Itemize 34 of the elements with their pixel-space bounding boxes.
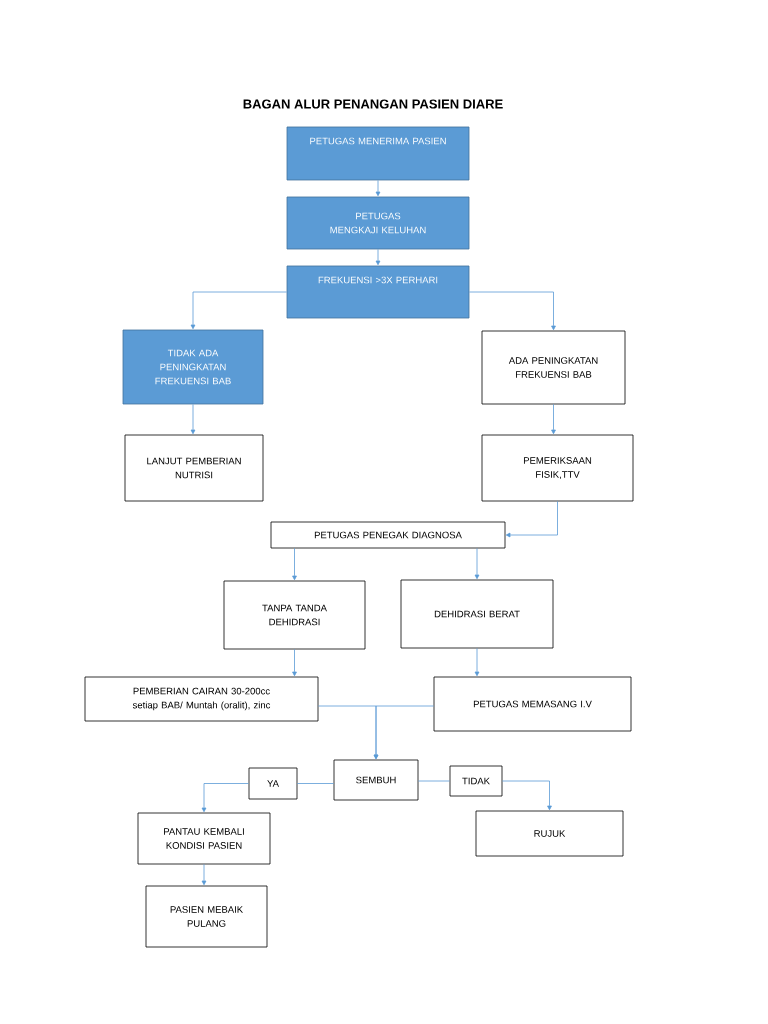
process-box: PETUGAS MENGKAJI KELUHAN — [286, 196, 470, 250]
arrow — [375, 180, 381, 197]
arrow — [201, 864, 207, 886]
process-box: PANTAU KEMBALI KONDISI PASIEN — [137, 812, 271, 865]
title: BAGAN ALUR PENANGAN PASIEN DIARE — [243, 99, 503, 109]
process-box: PETUGAS PENEGAK DIAGNOSA — [270, 521, 506, 549]
process-box: DEHIDRASI BERAT — [400, 579, 554, 649]
answer-box: TIDAK — [449, 765, 503, 797]
arrow — [373, 705, 434, 760]
answer-box: YA — [248, 767, 298, 800]
process-box: PEMERIKSAAN FISIK,TTV — [481, 434, 634, 502]
process-box: PETUGAS MENERIMA PASIEN — [286, 126, 470, 181]
process-box: LANJUT PEMBERIAN NUTRISI — [124, 434, 264, 502]
arrow — [375, 249, 381, 266]
arrow — [201, 783, 249, 813]
process-box: SEMBUH — [333, 759, 419, 801]
arrow — [469, 291, 556, 331]
process-box: RUJUK — [475, 810, 624, 857]
arrow — [190, 291, 287, 330]
arrow — [502, 780, 552, 811]
arrow — [292, 649, 297, 677]
arrow — [190, 404, 196, 435]
process-box: TIDAK ADA PENINGKATAN FREKUENSI BAB — [122, 329, 264, 405]
process-box: FREKUENSI >3X PERHARI — [286, 265, 470, 319]
arrow — [505, 501, 558, 538]
arrow — [474, 548, 480, 580]
arrow — [551, 404, 556, 435]
process-box: ADA PENINGKATAN FREKUENSI BAB — [481, 330, 626, 405]
arrow — [292, 548, 297, 581]
process-box: TANPA TANDA DEHIDRASI — [223, 580, 366, 650]
process-box: PETUGAS MEMASANG I.V — [433, 676, 632, 732]
arrow — [474, 648, 480, 677]
process-box: PEMBERIAN CAIRAN 30-200cc setiap BAB/ Muntah (oralit), zinc — [84, 676, 319, 722]
process-box: PASIEN MEBAIK PULANG — [145, 885, 268, 948]
